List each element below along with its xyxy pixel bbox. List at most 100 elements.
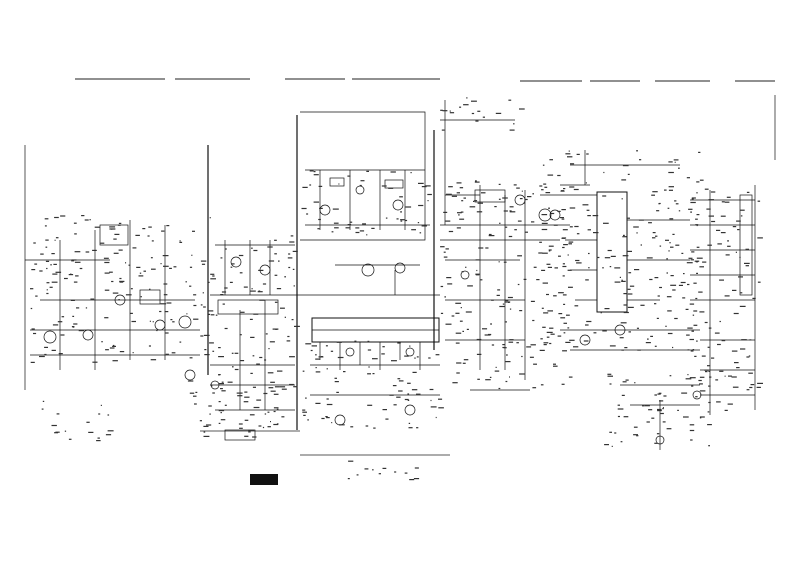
component-mark <box>35 295 38 297</box>
component-mark <box>716 401 721 403</box>
component-mark <box>529 356 534 358</box>
component-mark <box>563 322 567 324</box>
component-mark <box>98 413 101 415</box>
component-mark <box>399 196 403 198</box>
component-mark <box>543 344 547 346</box>
component-mark <box>444 296 446 298</box>
component-mark <box>568 150 570 152</box>
component-mark <box>195 391 198 393</box>
component-mark <box>149 288 151 290</box>
component-mark <box>678 167 680 169</box>
component-mark <box>315 358 320 360</box>
component-mark <box>509 376 510 378</box>
component-mark <box>435 354 440 356</box>
component-mark <box>562 263 565 265</box>
component-mark <box>541 269 546 271</box>
component-mark <box>757 200 761 202</box>
component-mark <box>503 261 507 263</box>
component-mark <box>163 294 168 296</box>
component-mark <box>707 365 711 367</box>
component-mark <box>209 217 211 219</box>
component-mark <box>567 327 570 329</box>
component-mark <box>563 188 566 190</box>
component-mark <box>119 351 125 353</box>
component-mark <box>698 379 702 382</box>
component-mark <box>748 355 751 357</box>
component-mark <box>523 278 527 280</box>
component-mark <box>746 356 750 358</box>
component-mark <box>449 110 451 112</box>
component-mark <box>73 323 78 325</box>
component-mark <box>674 161 676 163</box>
component-mark <box>244 396 250 398</box>
component-mark <box>737 229 740 231</box>
component-mark <box>252 355 255 357</box>
component-mark <box>690 211 692 213</box>
component-mark <box>287 335 290 338</box>
component-mark <box>44 225 47 227</box>
component-mark <box>561 237 567 239</box>
component-mark <box>301 207 307 210</box>
component-mark <box>708 385 711 387</box>
component-mark <box>509 129 515 131</box>
component-mark <box>44 218 49 220</box>
component-mark <box>292 268 295 270</box>
component-mark <box>365 425 369 427</box>
component-mark <box>230 266 233 268</box>
component-mark <box>558 313 563 315</box>
component-mark <box>85 307 88 309</box>
component-mark <box>76 307 80 309</box>
component-mark <box>621 349 624 351</box>
component-mark <box>752 297 756 299</box>
component-mark <box>55 431 60 433</box>
component-mark <box>33 242 36 244</box>
component-mark <box>659 286 662 289</box>
component-mark <box>88 431 94 433</box>
component-mark <box>171 352 176 354</box>
component-mark <box>476 211 483 213</box>
component-mark <box>664 189 667 191</box>
component-mark <box>445 220 451 222</box>
component-mark <box>685 308 689 310</box>
component-mark <box>289 383 294 386</box>
component-mark <box>331 231 334 233</box>
component-mark <box>317 228 320 230</box>
component-mark <box>553 295 557 297</box>
component-mark <box>517 255 522 257</box>
component-mark <box>667 332 673 335</box>
component-mark <box>475 259 480 261</box>
component-mark <box>621 279 623 281</box>
component-mark <box>173 266 177 268</box>
component-mark <box>152 321 154 323</box>
component-mark <box>193 304 197 307</box>
component-mark <box>326 368 328 370</box>
component-mark <box>210 273 215 275</box>
component-mark <box>61 316 65 318</box>
component-mark <box>532 319 535 322</box>
component-mark <box>159 310 162 313</box>
component-mark <box>547 266 552 268</box>
component-mark <box>107 414 110 416</box>
component-mark <box>239 427 243 429</box>
component-mark <box>544 186 548 188</box>
component-mark <box>514 229 517 231</box>
component-mark <box>330 350 334 352</box>
component-mark <box>688 257 693 259</box>
component-mark <box>719 320 721 323</box>
component-mark <box>692 349 695 351</box>
component-mark <box>319 207 323 209</box>
component-mark <box>576 262 582 264</box>
component-mark <box>553 365 558 367</box>
component-mark <box>540 384 544 386</box>
component-mark <box>562 229 568 231</box>
component-mark <box>53 263 57 265</box>
component-mark <box>720 215 726 217</box>
component-mark <box>274 239 277 241</box>
component-mark <box>471 112 475 115</box>
component-mark <box>362 223 366 225</box>
component-mark <box>336 391 339 393</box>
component-mark <box>546 336 550 338</box>
component-mark <box>542 252 548 254</box>
component-mark <box>672 233 675 235</box>
component-mark <box>313 201 320 203</box>
